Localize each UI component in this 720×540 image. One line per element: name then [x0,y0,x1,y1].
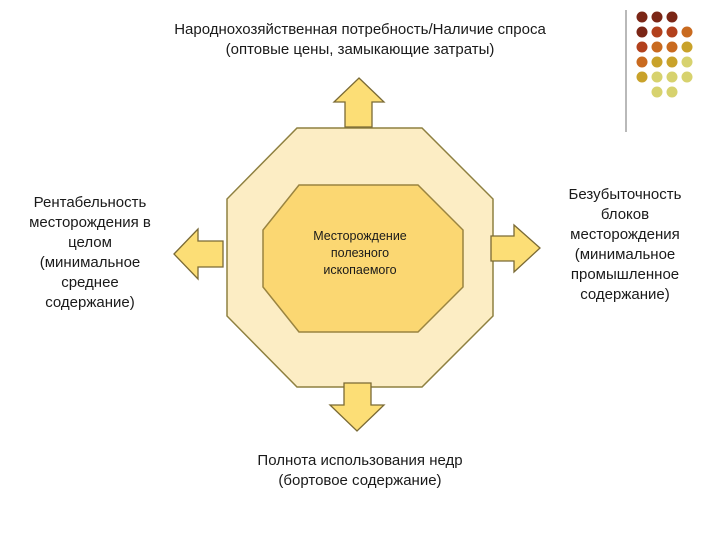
bottom-label-line: Полнота использования недр [257,452,463,469]
left-label-line: среднее [61,274,119,291]
center-label-line: ископаемого [323,263,397,277]
decorative-dot [666,41,678,53]
decorative-dot [681,41,693,53]
decorative-dot [666,11,678,23]
arrow-down [328,382,386,432]
decorative-dot [636,56,648,68]
right-label-line: Безубыточность [568,186,682,203]
bottom-label: Полнота использования недр (бортовое сод… [200,451,520,491]
left-label-line: содержание) [45,294,135,311]
decorative-dot [651,86,663,98]
right-label: Безубыточность блоков месторождения (мин… [545,185,705,305]
right-label-line: содержание) [580,286,670,303]
top-label-line: (оптовые цены, замыкающие затраты) [225,41,495,58]
decorative-dot [666,71,678,83]
left-label-line: месторождения в [29,214,151,231]
decorative-dot [666,26,678,38]
left-label-line: целом [68,234,112,251]
decorative-dot [636,71,648,83]
arrow-left [173,227,224,281]
decorative-dot [681,26,693,38]
top-label: Народнохозяйственная потребность/Наличие… [90,20,630,60]
decorative-dot [651,56,663,68]
decorative-dot [651,41,663,53]
decorative-dot [636,11,648,23]
decorative-dot [666,86,678,98]
right-label-line: промышленное [570,266,680,283]
left-label-line: Рентабельность [33,194,147,211]
decorative-dot [651,26,663,38]
center-label: Месторождение полезного ископаемого [270,228,450,279]
right-label-line: (минимальное [574,246,676,263]
decorative-dot [681,56,693,68]
inner-octagon [262,184,464,333]
decorative-dot [651,71,663,83]
decorative-dot [636,41,648,53]
bottom-label-line: (бортовое содержание) [278,472,442,489]
center-label-line: Месторождение [313,229,407,243]
right-label-line: месторождения [570,226,680,243]
right-label-line: блоков [600,206,650,223]
decorative-dot [666,56,678,68]
decorative-dot [651,11,663,23]
decorative-dot-grid [636,11,693,98]
left-label: Рентабельность месторождения в целом (ми… [0,193,180,313]
center-label-line: полезного [330,246,390,260]
top-label-line: Народнохозяйственная потребность/Наличие… [174,21,546,38]
arrow-up [332,77,386,128]
decorative-dot [636,26,648,38]
decorative-dot [681,71,693,83]
arrow-right [490,223,541,274]
left-label-line: (минимальное [39,254,141,271]
